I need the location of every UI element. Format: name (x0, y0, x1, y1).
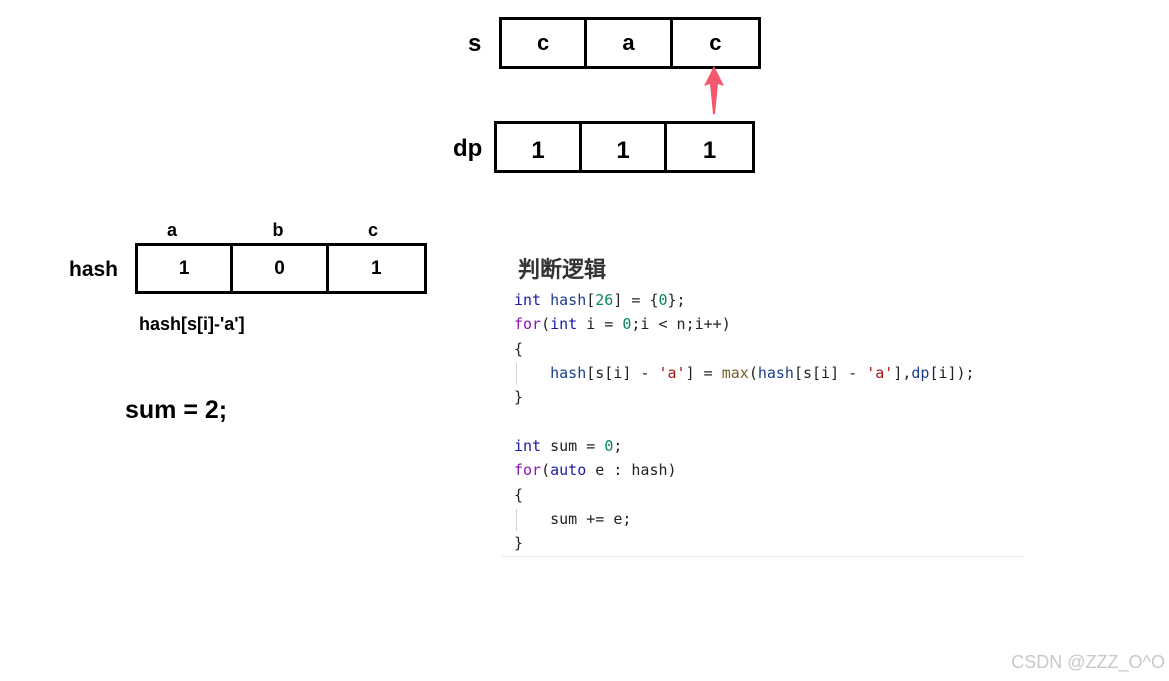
up-arrow-shape (704, 66, 724, 114)
hash-key-c: c (367, 220, 378, 240)
hash-cell: 0 (233, 246, 329, 291)
up-arrow-icon (704, 66, 724, 114)
dp-array-label: dp (453, 135, 483, 162)
sum-result: sum = 2; (125, 396, 228, 424)
code-line: } (514, 534, 524, 552)
s-cell: c (709, 30, 722, 55)
dp-cell: 1 (582, 124, 668, 170)
s-cell: a (587, 20, 673, 66)
hash-array: 1 0 1 (135, 243, 427, 294)
hash-cell: 1 (138, 246, 234, 291)
code-line: { (514, 340, 524, 358)
hash-array-label: hash (69, 258, 119, 281)
hash-key-a: a (166, 220, 177, 240)
s-array: c a c (499, 17, 761, 69)
hash-index-caption: hash[s[i]-'a'] (139, 314, 245, 334)
watermark: CSDN @ZZZ_O^O (1011, 652, 1165, 672)
s-cell: c (502, 20, 588, 66)
code-line: int hash[26] = {0}; (514, 291, 686, 309)
dp-array: 1 1 1 (494, 121, 755, 173)
code-line: { (514, 486, 524, 504)
code-line: for(int i = 0;i < n;i++) (514, 315, 731, 333)
code-block: int hash[26] = {0}; for(int i = 0;i < n;… (502, 287, 1024, 557)
code-line: hash[s[i] - 'a'] = max(hash[s[i] - 'a'],… (550, 364, 975, 382)
code-line: int sum = 0; (514, 437, 623, 455)
code-line: for(auto e : hash) (514, 461, 677, 479)
code-line: } (514, 388, 524, 406)
hash-key-b: b (272, 220, 284, 240)
indent-guide (516, 509, 517, 531)
hash-cell: 1 (371, 257, 382, 279)
indent-guide (516, 363, 517, 385)
code-title: 判断逻辑 (518, 258, 607, 283)
s-array-label: s (468, 30, 482, 57)
dp-cell: 1 (497, 124, 583, 170)
dp-cell: 1 (702, 137, 717, 164)
code-line: sum += e; (514, 510, 632, 528)
